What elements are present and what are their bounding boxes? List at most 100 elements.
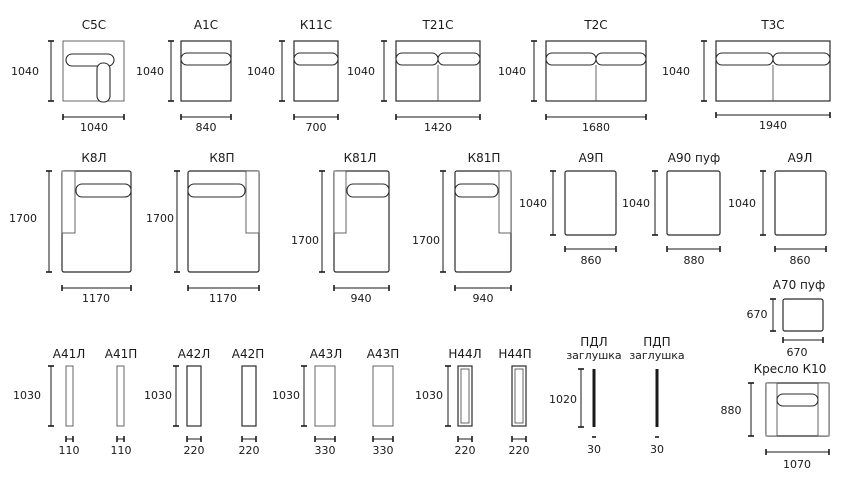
module-t2c: Т2С 1040 1680 xyxy=(498,18,647,134)
module-title: К11С xyxy=(300,18,332,32)
module-outline xyxy=(293,40,339,102)
module-title: ПДП xyxy=(643,335,670,349)
module-outline xyxy=(186,365,202,427)
backrest-cushion xyxy=(395,52,439,66)
module-outline xyxy=(314,365,336,427)
module-title: А9Л xyxy=(788,151,813,165)
depth-label: 880 xyxy=(721,404,742,417)
module-title: А43Л xyxy=(310,347,343,361)
backrest-cushion xyxy=(437,52,481,66)
module-title: Н44Л xyxy=(448,347,481,361)
depth-label: 670 xyxy=(747,308,768,321)
module-armchair-k10: Кресло К10 880 1070 xyxy=(721,362,830,471)
module-title: К8Л xyxy=(81,151,106,165)
width-label: 860 xyxy=(790,254,811,267)
module-title: С5С xyxy=(82,18,106,32)
backrest-cushion xyxy=(715,52,774,66)
module-a42l: А42Л 1030 220 xyxy=(144,347,210,457)
module-subtitle: заглушка xyxy=(629,349,684,362)
depth-label: 1040 xyxy=(347,65,375,78)
inner-frame xyxy=(514,368,524,424)
module-title: А9П xyxy=(579,151,604,165)
module-title: А70 пуф xyxy=(773,278,826,292)
module-a41p: А41П 110 xyxy=(105,347,138,457)
armrest-right xyxy=(817,382,830,437)
depth-label: 1040 xyxy=(247,65,275,78)
width-label: 1170 xyxy=(209,292,237,305)
width-label: 30 xyxy=(650,443,664,456)
width-label: 940 xyxy=(351,292,372,305)
width-label: 1070 xyxy=(783,458,811,471)
module-outline xyxy=(116,365,125,427)
depth-label: 1030 xyxy=(272,389,300,402)
backrest-cushion xyxy=(346,183,390,198)
depth-label: 1700 xyxy=(291,234,319,247)
depth-label: 1020 xyxy=(549,393,577,406)
module-a1c: А1С 1040 840 xyxy=(136,18,232,134)
module-title: Т2С xyxy=(583,18,607,32)
module-outline xyxy=(372,365,394,427)
armrest-left xyxy=(765,382,778,437)
module-title: А41П xyxy=(105,347,138,361)
module-a9l: А9Л 1040 860 xyxy=(728,151,827,267)
module-subtitle: заглушка xyxy=(566,349,621,362)
depth-label: 1040 xyxy=(519,197,547,210)
module-outline xyxy=(241,365,257,427)
width-label: 670 xyxy=(787,346,808,359)
module-title: Т21С xyxy=(422,18,454,32)
module-title: К81Л xyxy=(344,151,377,165)
module-title: А90 пуф xyxy=(668,151,721,165)
width-label: 1040 xyxy=(80,121,108,134)
module-title: А41Л xyxy=(53,347,86,361)
module-a42p: А42П 220 xyxy=(232,347,265,457)
module-t21c: Т21С 1040 1420 xyxy=(347,18,481,134)
width-label: 1940 xyxy=(759,119,787,132)
module-pdp-cap: ПДП заглушка 30 xyxy=(629,335,684,456)
module-title: Н44П xyxy=(498,347,531,361)
backrest-cushion xyxy=(187,183,246,198)
module-c5c: С5С 1040 1040 xyxy=(11,18,125,134)
inner-frame xyxy=(460,368,470,424)
depth-label: 1040 xyxy=(11,65,39,78)
depth-label: 1040 xyxy=(728,197,756,210)
depth-label: 1700 xyxy=(412,234,440,247)
depth-label: 1700 xyxy=(146,212,174,225)
module-title: К81П xyxy=(468,151,501,165)
backrest-cushion xyxy=(180,52,232,66)
width-label: 220 xyxy=(509,444,530,457)
width-label: 1680 xyxy=(582,121,610,134)
width-label: 30 xyxy=(587,443,601,456)
module-k11c: К11С 1040 700 xyxy=(247,18,339,134)
backrest-cushion xyxy=(75,183,132,198)
module-outline xyxy=(65,365,74,427)
backrest-cushion xyxy=(772,52,831,66)
depth-label: 1030 xyxy=(13,389,41,402)
module-k8p: К8П 1700 1170 xyxy=(146,151,260,305)
side-cushion xyxy=(96,62,111,103)
module-title: Т3С xyxy=(760,18,784,32)
module-pdl-cap: ПДЛ заглушка 1020 30 xyxy=(549,335,622,456)
backrest-cushion xyxy=(545,52,597,66)
width-label: 330 xyxy=(373,444,394,457)
armrest xyxy=(61,170,76,234)
depth-label: 1040 xyxy=(622,197,650,210)
width-label: 330 xyxy=(315,444,336,457)
width-label: 220 xyxy=(184,444,205,457)
module-t3c: Т3С 1040 1940 xyxy=(662,18,831,132)
module-title: ПДЛ xyxy=(580,335,607,349)
module-h44l: Н44Л 1030 220 xyxy=(415,347,482,457)
depth-label: 1030 xyxy=(144,389,172,402)
width-label: 700 xyxy=(306,121,327,134)
module-title: А1С xyxy=(194,18,218,32)
module-a43p: А43П 330 xyxy=(367,347,400,457)
depth-label: 1040 xyxy=(662,65,690,78)
module-h44p: Н44П 220 xyxy=(498,347,531,457)
module-a9p: А9П 1040 860 xyxy=(519,151,617,267)
module-outline xyxy=(774,170,827,236)
width-label: 1170 xyxy=(82,292,110,305)
module-k81p: К81П 1700 940 xyxy=(412,151,512,305)
width-label: 220 xyxy=(239,444,260,457)
module-title: А43П xyxy=(367,347,400,361)
width-label: 110 xyxy=(111,444,132,457)
armrest xyxy=(498,170,512,234)
